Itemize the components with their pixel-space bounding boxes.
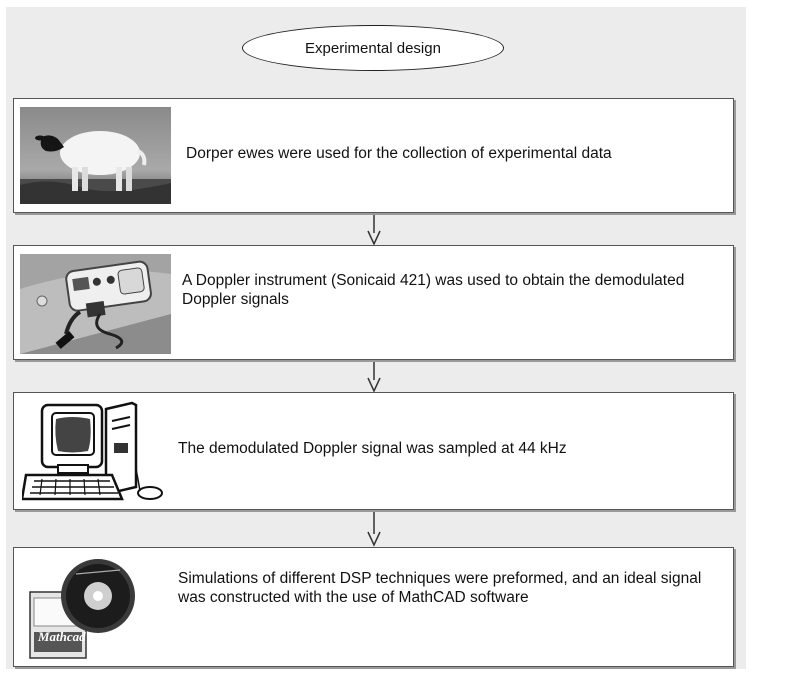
- step-text-1: Dorper ewes were used for the collection…: [186, 145, 612, 162]
- step-text-2: A Doppler instrument (Sonicaid 421) was …: [182, 272, 685, 308]
- step-text-4: Simulations of different DSP techniques …: [178, 570, 702, 606]
- step-text-3: The demodulated Doppler signal was sampl…: [178, 440, 567, 457]
- diagram-title: Experimental design: [305, 39, 441, 57]
- arrow-connector-3: [367, 510, 381, 547]
- doppler-instrument-photo: [20, 254, 171, 354]
- step-box-2: A Doppler instrument (Sonicaid 421) was …: [13, 245, 734, 360]
- computer-icon: [22, 399, 172, 505]
- sheep-photo: [20, 107, 171, 204]
- step-box-3: The demodulated Doppler signal was sampl…: [13, 392, 734, 510]
- step-box-1: Dorper ewes were used for the collection…: [13, 98, 734, 213]
- mathcad-logo-text: Mathcad: [38, 629, 86, 644]
- step-box-4: Mathcad Simulations of different DSP tec…: [13, 547, 734, 667]
- arrow-connector-2: [367, 360, 381, 393]
- arrow-connector-1: [367, 213, 381, 246]
- title-ellipse: Experimental design: [242, 25, 504, 71]
- mathcad-software-icon: [24, 556, 158, 660]
